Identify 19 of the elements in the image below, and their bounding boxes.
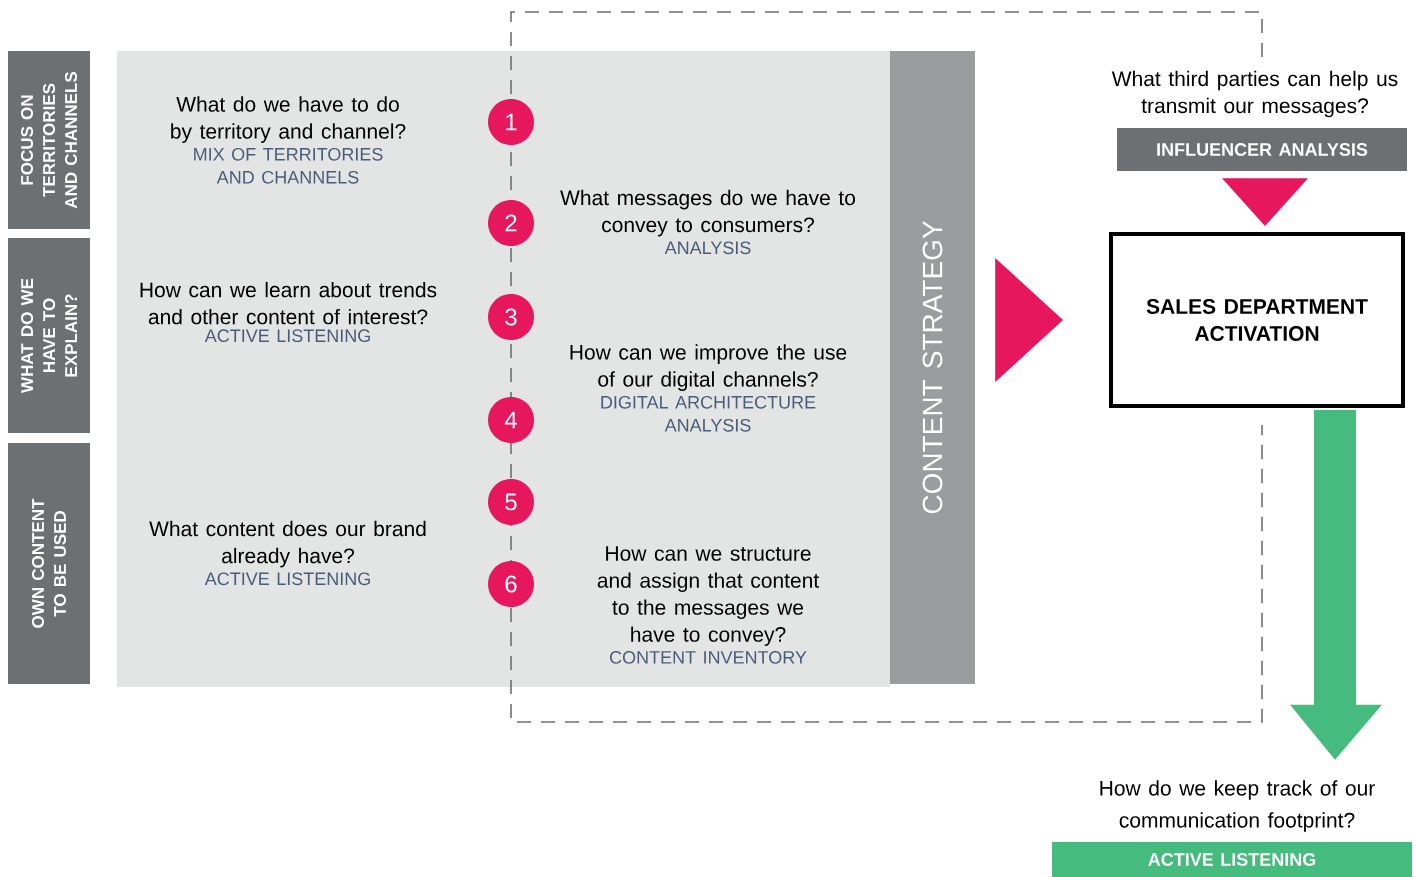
vertical-band: CONTENT STRATEGY xyxy=(890,51,975,684)
side-tab: WHAT DO WE HAVE TO EXPLAIN? xyxy=(8,238,90,433)
triangle-arrow xyxy=(995,258,1063,382)
question-text: What content does our brand already have? ACTIVE LISTENING xyxy=(149,520,426,586)
question-text: What third parties can help us transmit our messages? xyxy=(1111,70,1398,118)
block-arrow xyxy=(1290,410,1382,760)
question-text: How can we learn about trends and other content of interest? ACTIVE LISTENING xyxy=(140,281,437,343)
question-text: What messages do we have to convey to consumers? ANALYSIS xyxy=(560,189,855,255)
question-text: How can we structure and assign that content to the messages we have to convey? CONTENT INVENTORY xyxy=(597,546,819,664)
heading-bar: INFLUENCER ANALYSIS xyxy=(1117,128,1407,171)
question-text: How do we keep track of our communication footprint? xyxy=(1100,780,1375,832)
panel-background xyxy=(117,51,890,687)
triangle-arrow xyxy=(1222,178,1308,226)
question-text: What do we have to do by territory and channel? MIX OF TERRITORIES AND CHANNELS xyxy=(171,96,406,184)
process-box: SALES DEPARTMENT ACTIVATION xyxy=(1109,232,1405,408)
side-tab: FOCUS ON TERRITORIES AND CHANNELS xyxy=(8,51,90,229)
question-text: How can we improve the use of our digital channels? DIGITAL ARCHITECTURE ANALYSIS xyxy=(570,344,847,432)
side-tab: OWN CONTENT TO BE USED xyxy=(8,443,90,684)
heading-bar: ACTIVE LISTENING xyxy=(1052,842,1412,877)
